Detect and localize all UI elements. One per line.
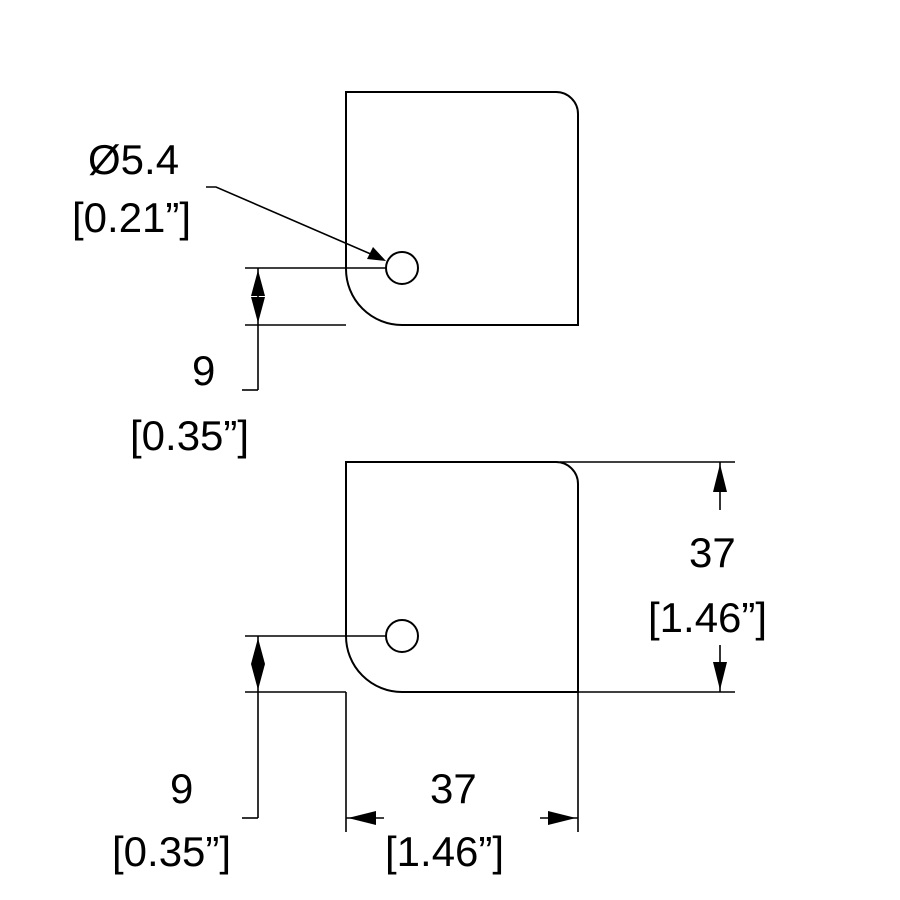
- top-view: Ø5.4 [0.21”] 9 [0.35”]: [72, 91, 579, 459]
- bottom-offset-in-label: [0.35”]: [112, 828, 231, 875]
- top-offset-mm-label: 9: [192, 347, 215, 394]
- bottom-view: 9 [0.35”] 37 [1.46”] 37 [1.46”]: [112, 461, 767, 875]
- bottom-plate-outline: [345, 461, 579, 693]
- top-hole: [385, 251, 419, 285]
- width-arrow-right: [548, 811, 576, 825]
- hole-diameter-in-label: [0.21”]: [72, 194, 191, 241]
- height-arrow-down: [713, 662, 727, 690]
- diameter-leader-arrow: [367, 247, 386, 261]
- hole-diameter-mm-label: Ø5.4: [88, 136, 179, 183]
- width-mm-label: 37: [430, 765, 477, 812]
- bottom-offset-mm-label: 9: [170, 765, 193, 812]
- top-offset-in-label: [0.35”]: [130, 412, 249, 459]
- height-arrow-up: [713, 464, 727, 492]
- bottom-offset-arrow-up: [251, 638, 265, 664]
- width-arrow-left: [348, 811, 376, 825]
- top-offset-arrow-up: [251, 270, 265, 296]
- width-in-label: [1.46”]: [385, 828, 504, 875]
- height-in-label: [1.46”]: [648, 594, 767, 641]
- diameter-leader-line: [206, 186, 374, 256]
- height-mm-label: 37: [689, 529, 736, 576]
- bottom-hole: [385, 619, 419, 653]
- bottom-offset-arrow-down: [251, 664, 265, 690]
- top-plate-outline: [345, 91, 579, 326]
- top-offset-arrow-down: [251, 297, 265, 323]
